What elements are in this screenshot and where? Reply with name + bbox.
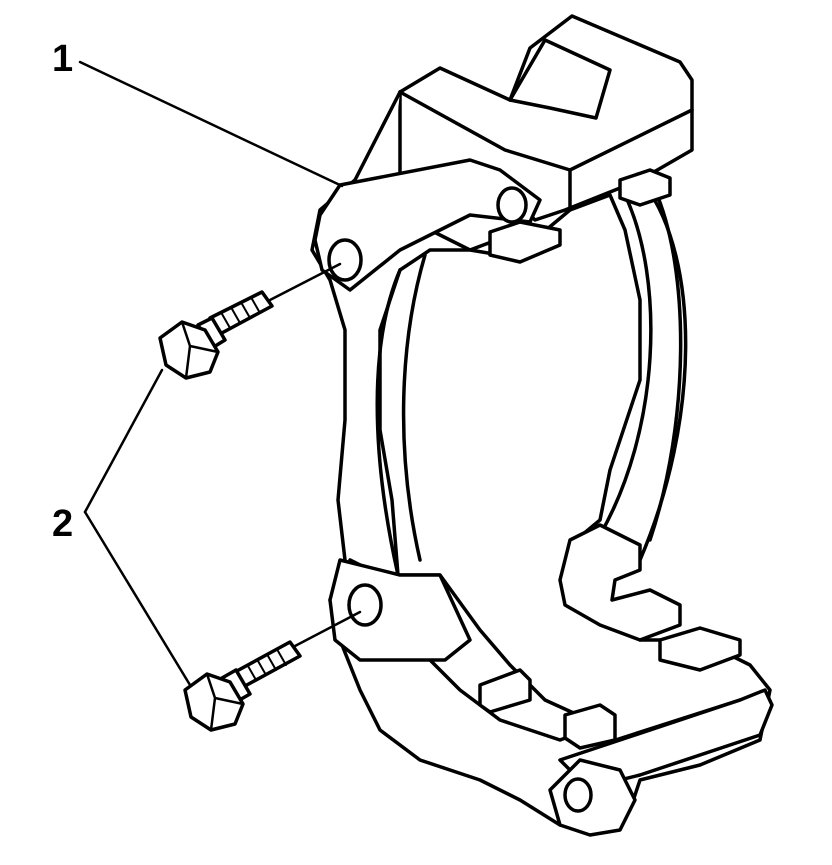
upper-lug-hole (327, 238, 363, 282)
upper-bolt (158, 262, 342, 380)
lower-lug-hole (347, 583, 383, 627)
lower-abutment-block-2 (658, 626, 742, 672)
lower-bolt (183, 610, 362, 732)
lower-bolt-guide-line (293, 610, 362, 648)
upper-pivot-hole (496, 186, 528, 224)
lower-bolt-threads (233, 640, 302, 688)
leader-lines (78, 60, 344, 687)
callout-label-bolts: 2 (52, 503, 74, 545)
lower-bolt-head-facets (205, 672, 245, 732)
leader-line-2-lower (83, 510, 192, 687)
upper-bolt-head-facets (180, 320, 220, 380)
caliper-bracket (310, 14, 774, 837)
bracket-right-arm-inner (598, 193, 653, 537)
bracket-top-edge (398, 90, 694, 172)
leader-line-2-upper (83, 368, 164, 514)
lower-bolt-thread-lines (247, 650, 287, 681)
bracket-lower-rail-edge (598, 698, 742, 747)
bracket-inner-curve-2 (401, 253, 427, 562)
bracket-top-slot (508, 38, 612, 120)
upper-abutment-tab (488, 220, 562, 264)
bracket-right-arm-inner-2 (648, 188, 683, 542)
lower-abutment-tab-2 (478, 668, 532, 714)
upper-bolt-thread-lines (221, 298, 261, 329)
lower-pivot-hole (563, 777, 593, 813)
bracket-upper-lug (313, 158, 542, 292)
upper-bolt-guide-line (268, 262, 342, 302)
bracket-inner-curve (375, 268, 402, 577)
callout-label-bracket: 1 (52, 38, 74, 80)
leader-line-1 (78, 60, 344, 188)
upper-abutment-tab-2 (618, 168, 672, 207)
lower-abutment-block (558, 523, 682, 642)
